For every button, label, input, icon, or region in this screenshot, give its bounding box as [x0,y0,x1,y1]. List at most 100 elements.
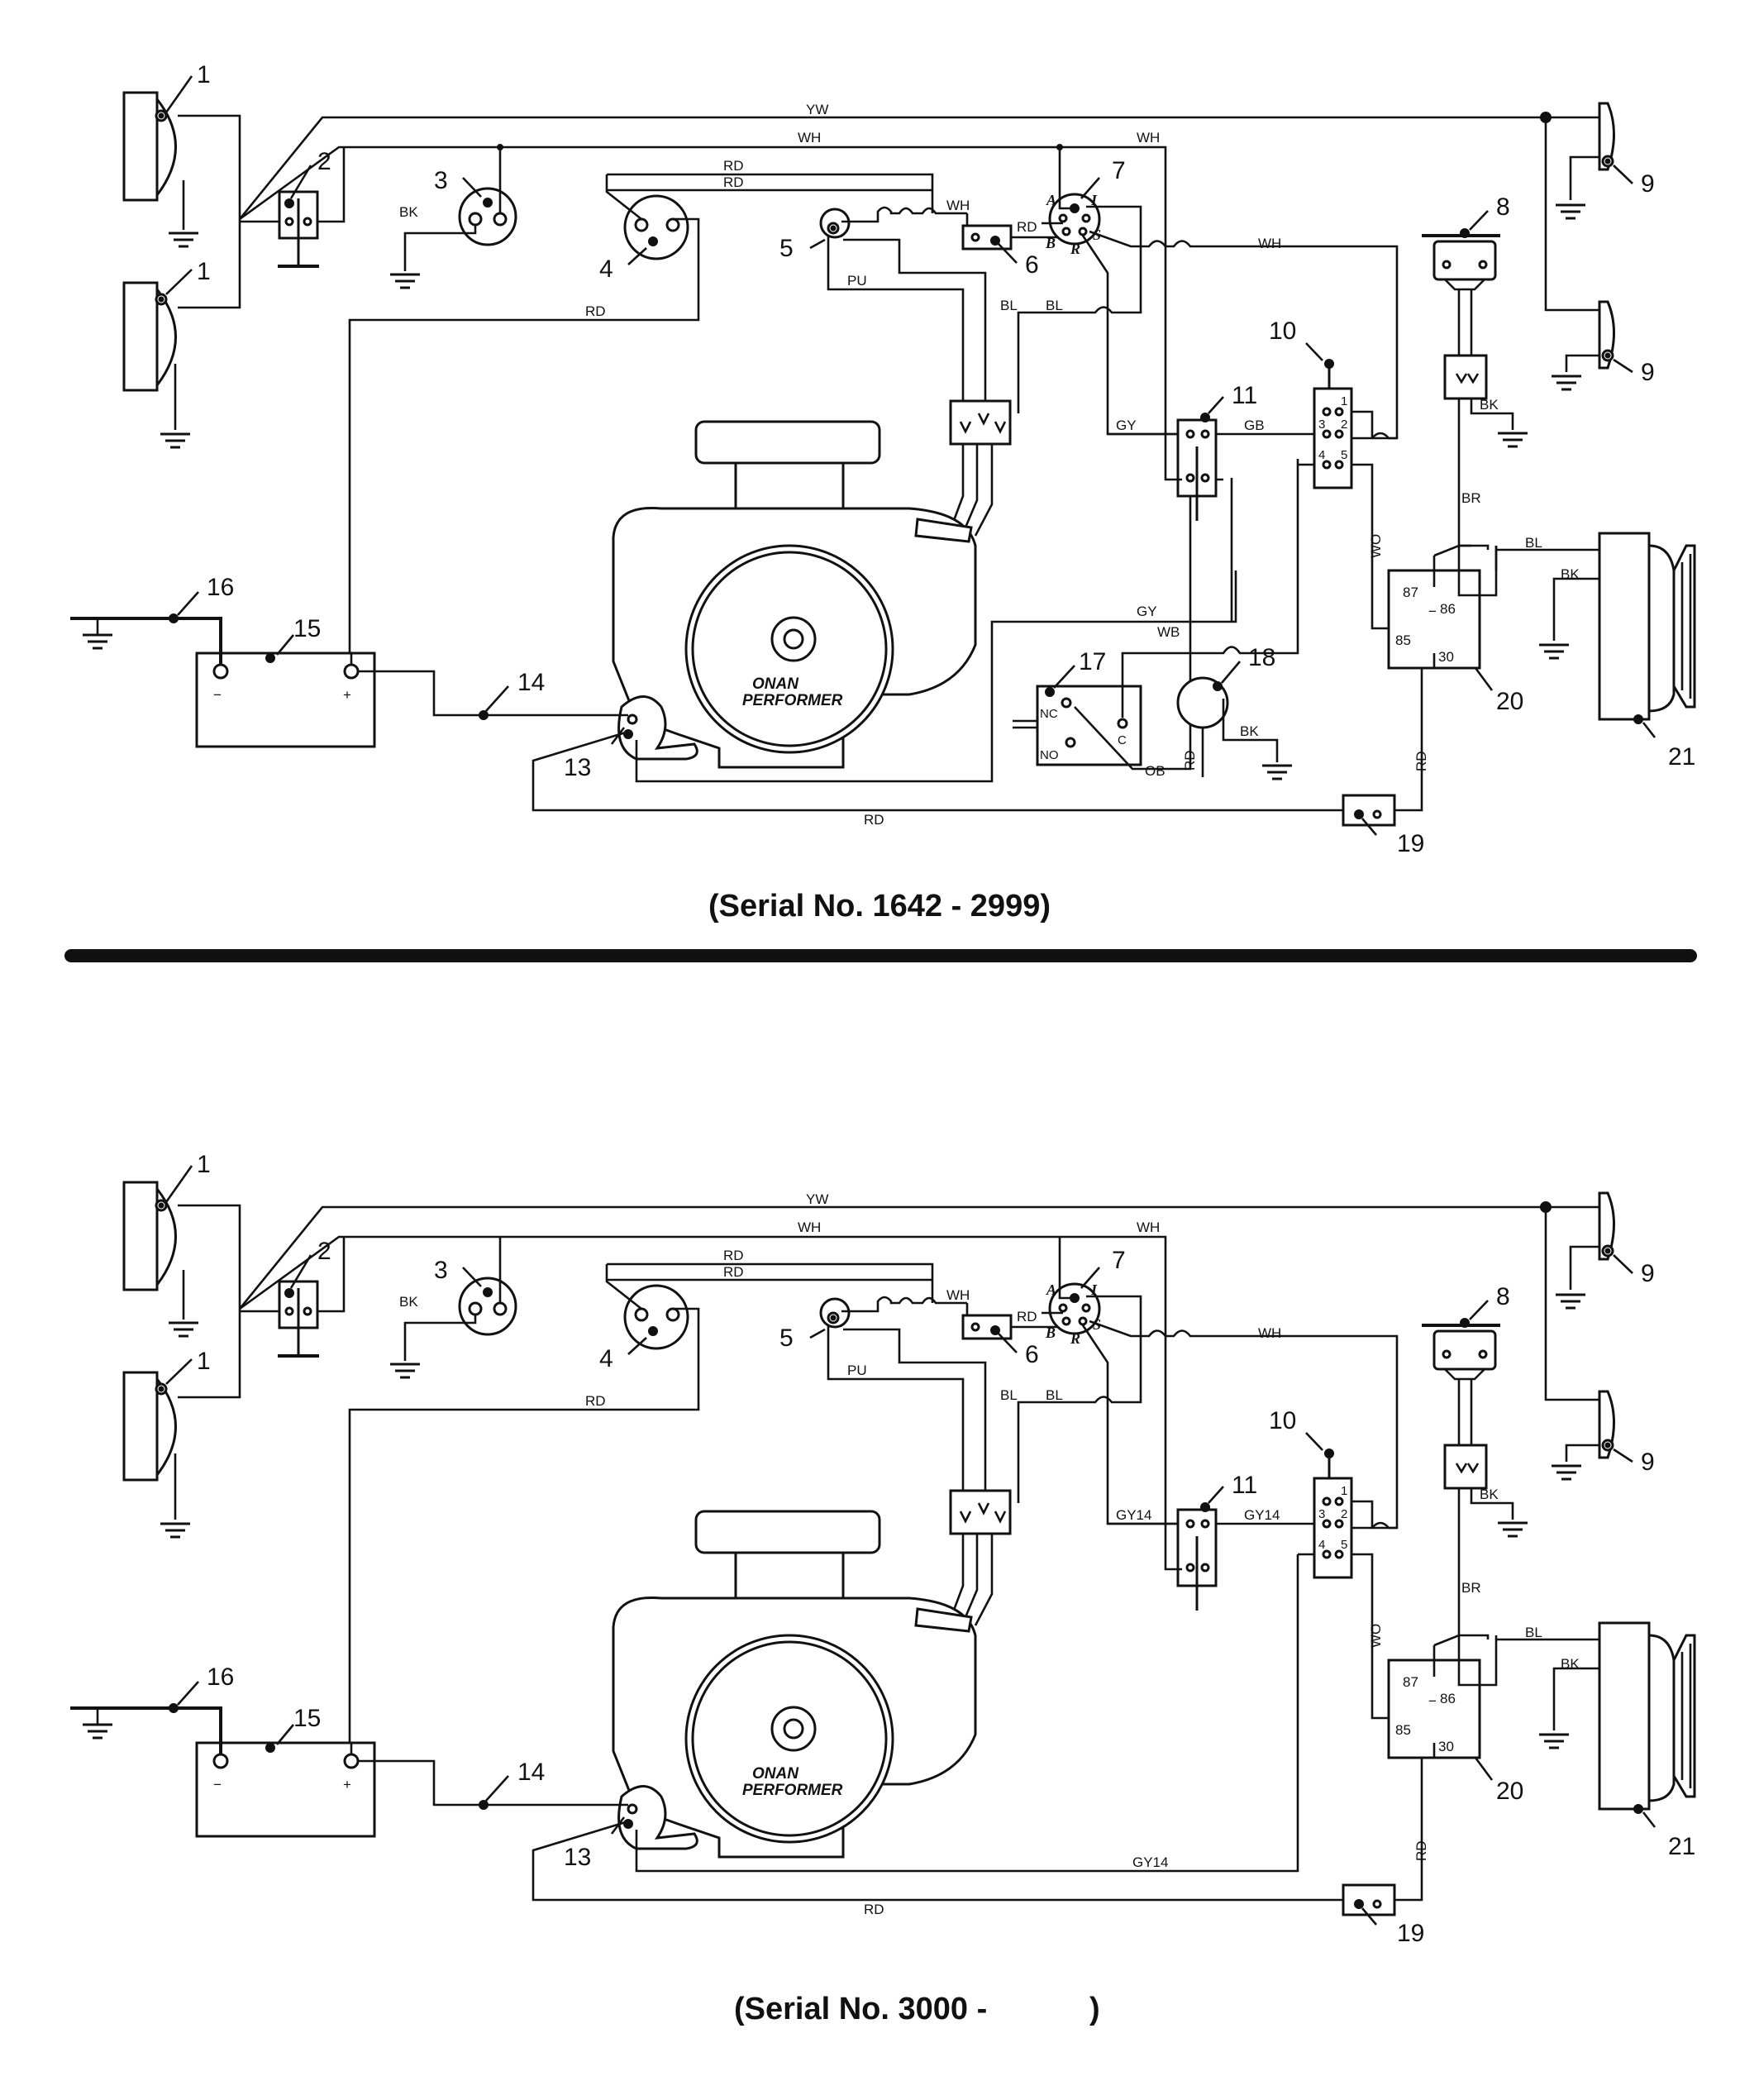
svg-text:+: + [343,1777,351,1792]
svg-text:+: + [343,687,351,703]
svg-text:WH: WH [946,198,970,213]
caption-bottom-prefix: (Serial No. 3000 - [734,1992,987,2026]
fuse-holder-19 [1342,668,1423,836]
svg-text:WH: WH [798,130,821,146]
pto-clutch-21-b [1598,1621,1696,1828]
svg-text:RD: RD [864,812,884,828]
svg-text:RD: RD [1413,751,1429,771]
relay-20-b: 87 86 85 30 − [1387,1634,1599,1781]
switch-11-b [1108,1486,1318,1611]
svg-text:BL: BL [1525,1625,1542,1640]
svg-text:WH: WH [798,1219,821,1235]
svg-text:BK: BK [1480,397,1499,413]
switch-10: 1 2 3 4 5 [1298,342,1397,630]
svg-text:R: R [1070,1330,1080,1347]
svg-text:WH: WH [1258,1325,1281,1341]
svg-text:85: 85 [1395,632,1411,648]
svg-text:A: A [1046,192,1056,208]
svg-text:13: 13 [564,1844,591,1871]
callout-9: 9 [1641,170,1655,198]
svg-text:PERFORMER: PERFORMER [742,1782,843,1799]
hour-meter-b [389,1237,517,1379]
svg-text:B: B [1045,235,1056,251]
switch-11 [1108,396,1318,622]
caption-top: (Serial No. 1642 - 2999) [708,889,1051,924]
svg-text:RD: RD [585,1393,606,1409]
callout-4: 4 [599,255,613,283]
callout-11: 11 [1232,382,1257,409]
svg-text:87: 87 [1403,1674,1418,1690]
svg-text:30: 30 [1438,1739,1454,1754]
callout-21: 21 [1668,743,1695,771]
svg-text:PU: PU [847,1363,867,1378]
headlight-lower [122,269,193,449]
callout-15: 15 [293,615,321,642]
light-unit-4 [348,173,934,661]
svg-text:BL: BL [1000,298,1018,313]
callout-1b: 1 [197,258,211,285]
svg-text:GY: GY [1116,418,1137,433]
svg-text:RD: RD [585,303,606,319]
svg-text:WH: WH [1137,1219,1160,1235]
callout-13: 13 [564,754,591,781]
svg-text:16: 16 [207,1663,234,1691]
svg-text:−: − [1428,1693,1437,1709]
svg-text:19: 19 [1397,1920,1424,1947]
svg-text:GY14: GY14 [1244,1507,1280,1523]
callout-18: 18 [1248,644,1275,671]
light-rear-lower-b [1544,1207,1633,1481]
svg-text:15: 15 [293,1705,321,1732]
svg-text:RD: RD [723,1248,744,1263]
svg-text:BR: BR [1461,490,1481,506]
svg-text:2: 2 [1341,1507,1347,1521]
svg-text:6: 6 [1025,1341,1039,1368]
svg-text:2: 2 [1341,418,1347,432]
svg-text:4: 4 [599,1345,613,1372]
headlight-lower-b [122,1358,193,1539]
svg-text:NC: NC [1040,707,1058,721]
ground-strap [70,591,222,665]
svg-text:YW: YW [806,102,828,117]
callout-7: 7 [1112,157,1126,184]
svg-text:A: A [1046,1281,1056,1298]
svg-text:1: 1 [1341,394,1347,408]
svg-text:20: 20 [1496,1778,1523,1805]
svg-text:7: 7 [1112,1247,1126,1274]
caption-bottom-suffix: ) [1089,1992,1100,2026]
svg-text:I: I [1090,1281,1098,1298]
svg-text:21: 21 [1668,1833,1695,1860]
svg-text:85: 85 [1395,1722,1411,1738]
relay-20: 87 86 85 30 − [1387,544,1599,691]
callout-3: 3 [434,167,448,194]
svg-text:5: 5 [1341,1538,1347,1552]
svg-text:9: 9 [1641,1260,1655,1287]
callout-5: 5 [779,235,794,262]
svg-text:5: 5 [1341,448,1347,462]
callout-20: 20 [1496,688,1523,715]
svg-text:ONAN: ONAN [752,675,799,693]
light-switch [240,147,346,268]
svg-text:−: − [213,687,222,703]
component-5-b [809,1296,987,1503]
svg-text:RD: RD [1413,1840,1429,1861]
svg-text:1: 1 [197,1151,211,1178]
component-6-b [961,1303,1060,1353]
svg-text:30: 30 [1438,649,1454,665]
wiring-diagram-bottom: 1 1 2 [70,1151,1696,1947]
svg-text:BL: BL [1046,298,1063,313]
svg-text:4: 4 [1318,448,1325,462]
ground-strap-b [70,1681,222,1754]
svg-text:YW: YW [806,1191,828,1207]
callout-19: 19 [1397,830,1424,857]
svg-text:RD: RD [864,1902,884,1917]
svg-text:RD: RD [723,158,744,174]
svg-text:10: 10 [1269,1407,1296,1434]
wiring-diagram-top: 1 1 2 [70,61,1696,857]
callout-2: 2 [317,148,331,175]
hour-meter [389,147,517,289]
svg-text:BK: BK [1480,1487,1499,1502]
seat-switch-17: NC NO C [1013,459,1299,771]
svg-text:BL: BL [1000,1387,1018,1403]
svg-text:PU: PU [847,273,867,289]
svg-text:WH: WH [946,1287,970,1303]
